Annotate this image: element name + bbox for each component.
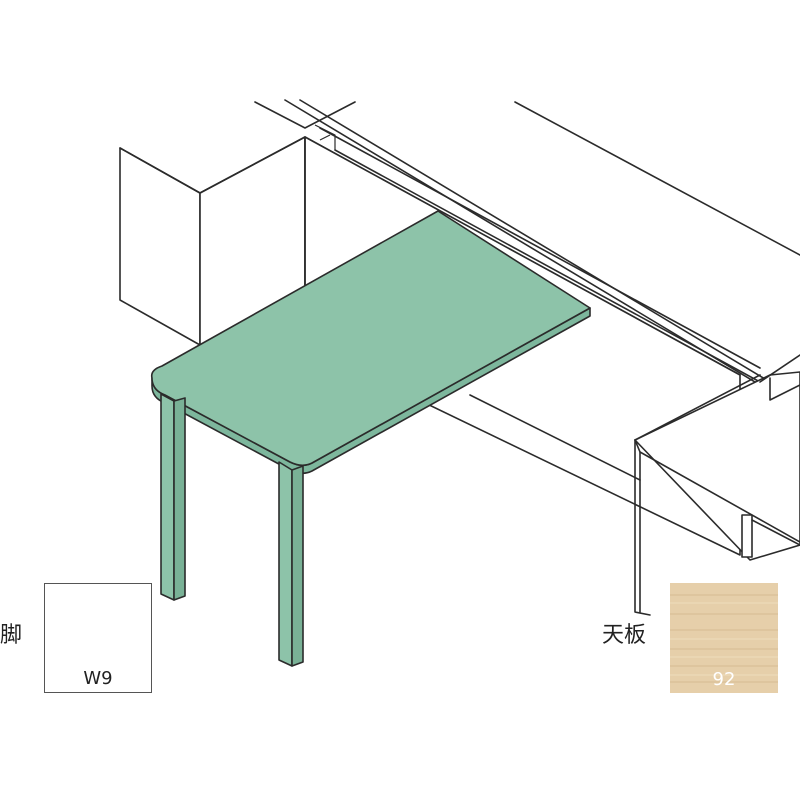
leg-legend-label: 脚 (0, 623, 23, 648)
tabletop (150, 210, 591, 475)
wood-texture (670, 583, 778, 693)
table-legs (160, 393, 304, 667)
leg-color-code: W9 (83, 668, 113, 689)
top-color-swatch: 92 (670, 583, 778, 693)
right-desk (634, 354, 800, 616)
top-color-code: 92 (712, 669, 736, 690)
leg-color-swatch: W9 (44, 583, 152, 693)
top-legend-label: 天板 (602, 623, 647, 648)
